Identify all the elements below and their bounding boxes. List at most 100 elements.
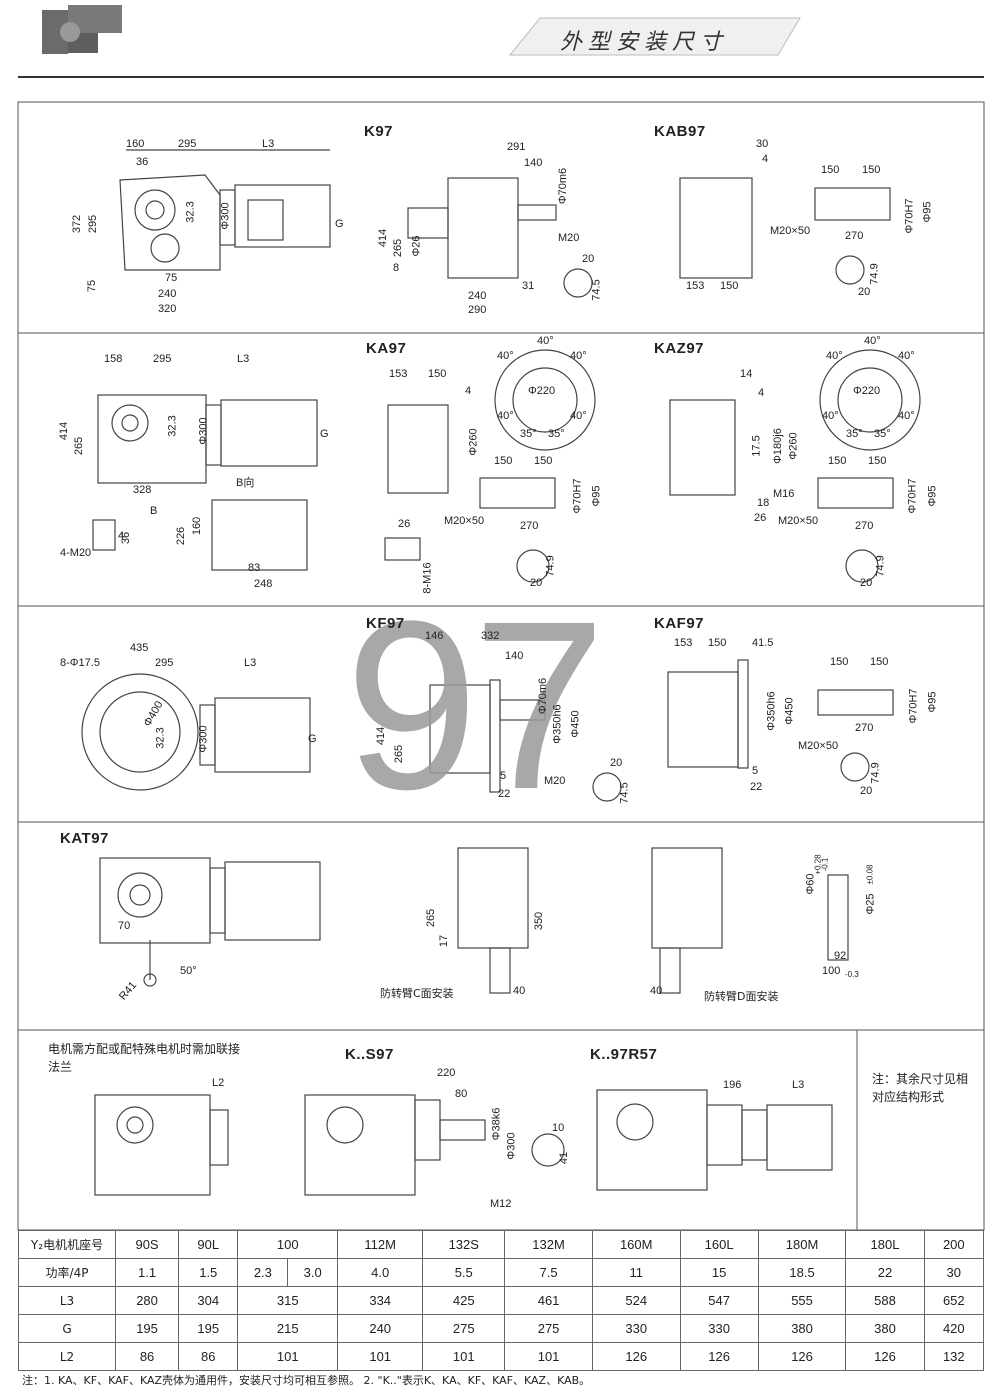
dim-label: 14	[740, 368, 753, 380]
dim-label: 153	[686, 280, 705, 292]
dim-label: 92	[834, 950, 847, 962]
table-cell: 555	[757, 1286, 847, 1315]
dim-label: 332	[481, 630, 500, 642]
dim-label: 5	[500, 770, 507, 782]
table-cell: 1.5	[178, 1258, 239, 1287]
dim-label: 20	[860, 785, 873, 797]
dim-label: 153	[389, 368, 408, 380]
dim-label: Φ26	[410, 235, 423, 257]
kf97-drawing	[81, 659, 894, 802]
table-cell: 15	[679, 1258, 759, 1287]
dim-label: -0.3	[845, 970, 859, 979]
dim-label: 50°	[180, 965, 197, 977]
dim-label: 74.9	[874, 555, 887, 577]
dim-label: 150	[828, 455, 847, 467]
table-cell: 86	[114, 1342, 180, 1371]
dim-label: 240	[468, 290, 487, 302]
dim-label: M20	[558, 232, 580, 244]
dim-label: 74.5	[618, 782, 631, 804]
dim-label: 40°	[570, 350, 587, 362]
dim-label: 240	[158, 288, 177, 300]
dim-label: Φ220	[528, 385, 556, 397]
row-label: L3	[18, 1286, 116, 1315]
table-cell: 30	[923, 1258, 985, 1287]
table-cell: 315	[237, 1286, 339, 1315]
table-cell: 160L	[679, 1230, 759, 1259]
dim-label: Φ60	[804, 873, 817, 895]
table-cell: 126	[679, 1342, 759, 1371]
dim-label: 290	[468, 304, 487, 316]
row-label: Y₂电机机座号	[18, 1230, 116, 1259]
dim-label: 40°	[497, 350, 514, 362]
dim-label: 40°	[537, 335, 554, 347]
dim-label: 40°	[864, 335, 881, 347]
dim-label: 80	[455, 1088, 468, 1100]
dim-label: Φ350h6	[765, 691, 778, 731]
table-cell: 7.5	[504, 1258, 593, 1287]
table-cell: 160M	[591, 1230, 681, 1259]
dim-label: 270	[855, 722, 874, 734]
table-cell: 86	[178, 1342, 239, 1371]
dim-label: Φ95	[921, 201, 934, 223]
dim-label: 270	[520, 520, 539, 532]
dim-label: L2	[212, 1077, 225, 1089]
dim-label: 41	[558, 1151, 571, 1165]
dim-label: 83	[248, 562, 261, 574]
dim-label: 150	[862, 164, 881, 176]
dim-label: B向	[236, 477, 255, 489]
dim-label: 226	[175, 526, 188, 546]
table-cell: 132M	[504, 1230, 593, 1259]
dim-label: 265	[393, 744, 406, 764]
panel-title-kat97: KAT97	[60, 830, 109, 847]
dim-label: Φ70H7	[906, 478, 919, 514]
dim-label: 414	[377, 228, 390, 248]
motor-spec-table: Y₂电机机座号 90S 90L 100 112M 132S 132M 160M …	[18, 1230, 985, 1371]
dim-label: 75	[165, 272, 178, 284]
table-cell: 90L	[178, 1230, 239, 1259]
table-cell: 275	[422, 1314, 506, 1343]
dim-label: 8	[393, 262, 400, 274]
table-cell: 195	[114, 1314, 180, 1343]
table-cell: 126	[757, 1342, 847, 1371]
dim-label: 196	[723, 1079, 742, 1091]
dim-label: Φ95	[926, 691, 939, 713]
dim-label: 35°	[874, 428, 891, 440]
table-cell: 100	[237, 1230, 339, 1259]
row-label: G	[18, 1314, 116, 1343]
dim-label: 35°	[548, 428, 565, 440]
table-row: G 195 195 215 240 275 275 330 330 380 38…	[18, 1314, 985, 1343]
dim-label: B	[150, 505, 158, 517]
dim-label: Φ70H7	[571, 478, 584, 514]
table-cell: 280	[114, 1286, 180, 1315]
dim-label: M12	[490, 1198, 512, 1210]
table-cell: 380	[757, 1314, 847, 1343]
table-cell: 126	[845, 1342, 925, 1371]
dim-label: Φ350h6	[551, 704, 564, 744]
dim-label: 5	[752, 765, 759, 777]
dim-label: L3	[792, 1079, 805, 1091]
dim-label: 32.3	[184, 201, 197, 223]
panel-title-k97: K97	[364, 123, 394, 140]
dim-label: 70	[118, 920, 131, 932]
dim-label: G	[308, 733, 317, 745]
dim-label: 220	[437, 1067, 456, 1079]
table-cell: 195	[178, 1314, 239, 1343]
dim-label: 265	[392, 238, 405, 258]
dim-label: 18	[757, 497, 770, 509]
dim-label: 40°	[898, 410, 915, 422]
panel-title-kab97: KAB97	[654, 123, 706, 140]
dim-label: 8-Φ17.5	[60, 657, 100, 669]
table-cell: 380	[845, 1314, 925, 1343]
kat97-caption-c: 防转臂C面安装	[380, 987, 454, 1000]
table-cell: 11	[591, 1258, 681, 1287]
dim-label: 17	[438, 934, 451, 948]
table-cell: 101	[504, 1342, 593, 1371]
dim-label: Φ38k6	[490, 1107, 503, 1141]
panel-title-kaf97: KAF97	[654, 615, 705, 632]
dim-label: M20	[544, 775, 566, 787]
dim-label: 74.9	[868, 263, 881, 285]
dim-label: Φ260	[467, 428, 480, 456]
dim-label: 414	[375, 726, 388, 746]
dim-label: 74.9	[544, 555, 557, 577]
table-cell: 461	[504, 1286, 593, 1315]
